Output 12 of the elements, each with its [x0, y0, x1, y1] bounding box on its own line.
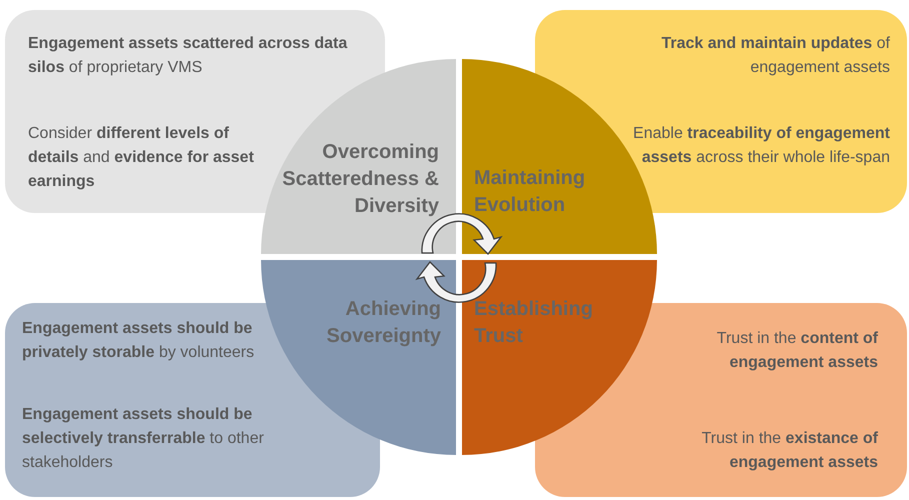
quadrant-title: Maintaining Evolution	[474, 166, 586, 218]
quadrant-title: Establishing Trust	[474, 297, 594, 349]
quadrant-title: Achieving Sovereignty	[326, 297, 441, 349]
card-text: Trust in the existance of engagement assets	[700, 429, 878, 473]
card-text: Track and maintain updates of engagement assets	[660, 34, 890, 78]
card-text: Enable traceability of engagement assets across their whole life-span	[632, 124, 890, 168]
card-text: Engagement assets should be privately storable by volunteers	[22, 319, 256, 363]
quadrant-title: Overcoming Scatteredness & Diversity	[281, 140, 439, 219]
card-text: Trust in the content of engagement assets	[716, 329, 878, 373]
card-text: Engagement assets should be selectively transferrable to other stakeholders	[22, 405, 265, 473]
card-text: Consider different levels of details and evidence for asset earnings	[28, 124, 255, 192]
card-text: Engagement assets scattered across data silos of proprietary VMS	[28, 34, 348, 78]
